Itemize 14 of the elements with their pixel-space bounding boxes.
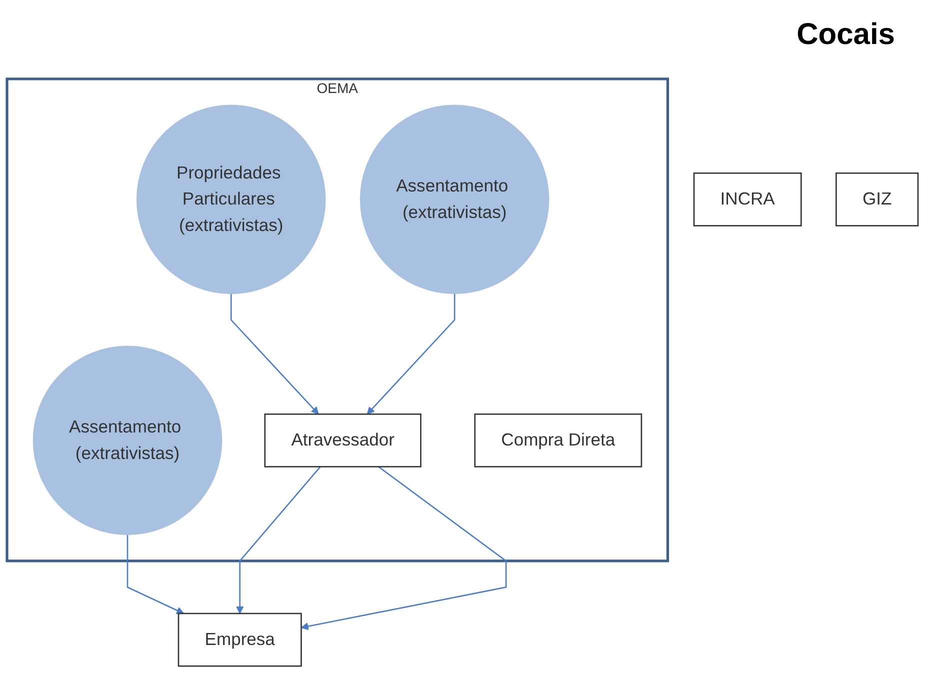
node-box: Atravessador xyxy=(264,413,422,468)
node-circle: Assentamento (extrativistas) xyxy=(360,104,550,294)
node-box: Compra Direta xyxy=(474,413,642,468)
arrow xyxy=(366,294,456,414)
arrow xyxy=(300,466,507,630)
arrow xyxy=(230,294,319,414)
node-circle: Propriedades Particulares (extrativistas) xyxy=(136,104,326,294)
node-box: INCRA xyxy=(693,172,802,226)
node-box: Empresa xyxy=(178,612,302,667)
arrow xyxy=(236,466,321,614)
node-circle: Assentamento (extrativistas) xyxy=(32,346,222,536)
arrow xyxy=(126,534,184,614)
diagram-title: Cocais xyxy=(796,18,895,52)
node-box: GIZ xyxy=(836,172,919,226)
